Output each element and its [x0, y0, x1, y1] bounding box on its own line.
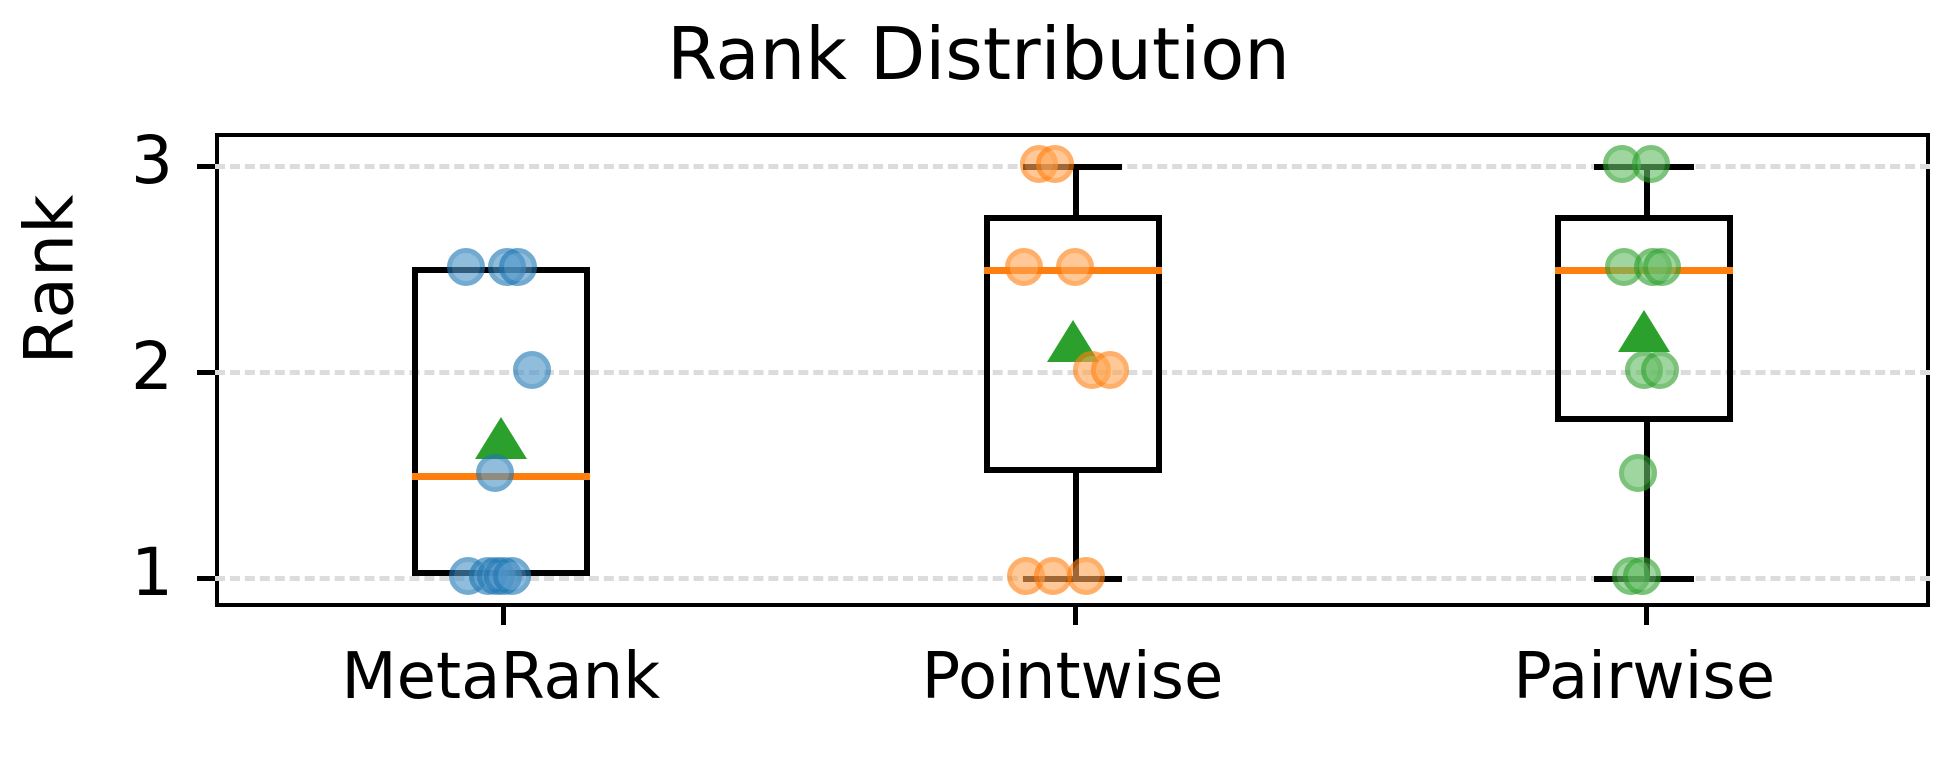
mean-marker-metarank — [474, 416, 527, 459]
data-point — [1035, 144, 1074, 183]
whisker-lower-pairwise — [1644, 421, 1651, 577]
chart-title: Rank Distribution — [667, 12, 1290, 96]
xtick-label-pointwise: Pointwise — [921, 640, 1224, 714]
gridline-y-2 — [215, 370, 1930, 375]
box-pairwise — [1555, 215, 1734, 422]
data-point — [1033, 557, 1072, 596]
whisker-lower-pointwise — [1072, 473, 1079, 577]
whisker-upper-pointwise — [1072, 163, 1079, 216]
ytick-label-1: 1 — [131, 534, 173, 612]
data-point — [492, 557, 531, 596]
xtick-mark-pointwise — [1072, 607, 1078, 625]
data-point — [1631, 144, 1670, 183]
data-point — [1618, 454, 1657, 493]
ytick-mark-2 — [197, 370, 215, 375]
xtick-label-metarank: MetaRank — [341, 640, 661, 714]
data-point — [476, 454, 515, 493]
data-point — [1066, 557, 1105, 596]
data-point — [1640, 351, 1679, 389]
xtick-mark-metarank — [500, 607, 506, 625]
box-pointwise — [983, 215, 1162, 474]
ytick-mark-3 — [197, 163, 215, 169]
whisker-upper-pairwise — [1644, 163, 1651, 216]
data-point — [1091, 351, 1130, 389]
xtick-mark-pairwise — [1644, 607, 1650, 625]
data-point — [499, 247, 538, 286]
xtick-label-pairwise: Pairwise — [1513, 640, 1776, 714]
data-point — [1055, 247, 1094, 286]
data-point — [1622, 557, 1661, 596]
data-point — [512, 351, 551, 389]
data-point — [1642, 247, 1681, 286]
data-point — [1004, 247, 1043, 286]
ytick-mark-1 — [197, 576, 215, 582]
y-axis-label: Rank — [10, 194, 90, 365]
data-point — [446, 247, 485, 286]
mean-marker-pairwise — [1618, 309, 1671, 352]
ytick-label-2: 2 — [131, 328, 173, 405]
ytick-label-3: 3 — [131, 121, 173, 199]
